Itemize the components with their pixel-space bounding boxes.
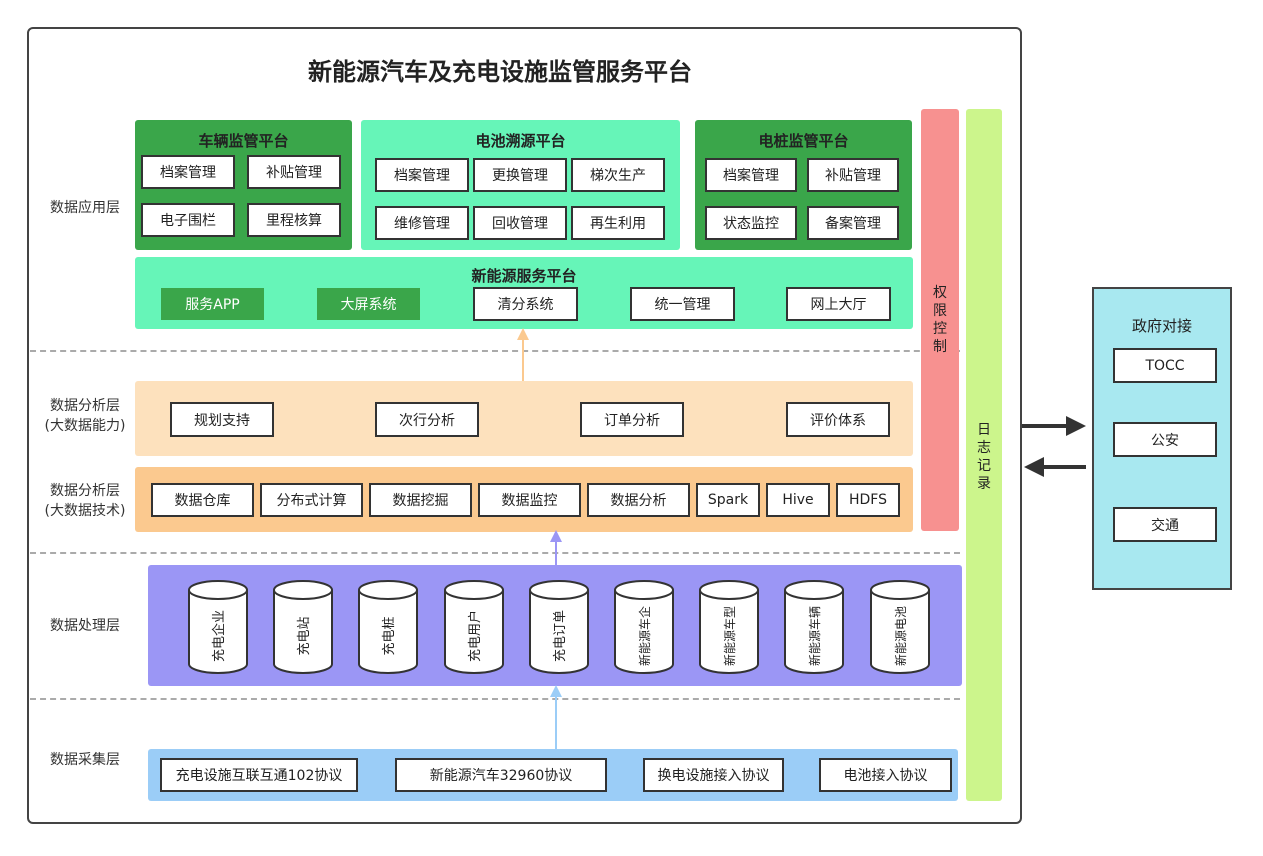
service-platform-panel: 新能源服务平台 服务APP 大屏系统 清分系统 统一管理 网上大厅 xyxy=(135,257,913,329)
protocol-102-box: 充电设施互联互通102协议 xyxy=(160,758,358,792)
pile-archive-box: 档案管理 xyxy=(705,158,797,192)
permission-char: 制 xyxy=(933,339,947,355)
database-cylinder: 新能源车辆 xyxy=(784,580,844,674)
database-cylinder: 新能源电池 xyxy=(870,580,930,674)
log-record-label: 日志记录 xyxy=(966,421,1002,493)
database-label: 充电企业 xyxy=(211,610,227,662)
permission-char: 限 xyxy=(933,303,947,319)
layer-label-analysis-capability: 数据分析层 (大数据能力) xyxy=(44,398,126,434)
permission-control-label: 权限控制 xyxy=(921,284,959,356)
battery-replace-box: 更换管理 xyxy=(473,158,567,192)
spark-box: Spark xyxy=(696,483,760,517)
database-cylinder: 充电企业 xyxy=(188,580,248,674)
vehicle-platform-panel: 车辆监管平台 档案管理 补贴管理 电子围栏 里程核算 xyxy=(135,120,352,250)
database-label: 新能源车辆 xyxy=(807,606,822,666)
layer-label-collection: 数据采集层 xyxy=(50,752,120,768)
order-analysis-box: 订单分析 xyxy=(580,402,684,437)
online-hall-box: 网上大厅 xyxy=(786,287,891,321)
evaluation-system-box: 评价体系 xyxy=(786,402,890,437)
database-label: 充电订单 xyxy=(552,610,568,662)
tocc-box: TOCC xyxy=(1113,348,1217,383)
protocol-32960-box: 新能源汽车32960协议 xyxy=(395,758,607,792)
data-warehouse-box: 数据仓库 xyxy=(151,483,254,517)
clearing-system-box: 清分系统 xyxy=(473,287,578,321)
hive-box: Hive xyxy=(766,483,830,517)
government-panel: 政府对接 TOCC 公安 交通 xyxy=(1092,287,1232,590)
permission-control-bar: 权限控制 xyxy=(921,109,959,531)
pile-platform-title: 电桩监管平台 xyxy=(758,132,849,150)
log-char: 志 xyxy=(977,440,991,456)
public-security-box: 公安 xyxy=(1113,422,1217,457)
protocol-swap-box: 换电设施接入协议 xyxy=(643,758,784,792)
transportation-box: 交通 xyxy=(1113,507,1217,542)
database-label: 新能源车型 xyxy=(722,606,737,666)
battery-repair-box: 维修管理 xyxy=(375,206,469,240)
log-char: 录 xyxy=(977,476,991,492)
battery-cascade-box: 梯次生产 xyxy=(571,158,665,192)
collection-panel: 充电设施互联互通102协议 新能源汽车32960协议 换电设施接入协议 电池接入… xyxy=(148,749,958,801)
data-analysis-box: 数据分析 xyxy=(587,483,690,517)
unified-management-box: 统一管理 xyxy=(630,287,735,321)
database-cylinder: 新能源车企 xyxy=(614,580,674,674)
bigscreen-system-box: 大屏系统 xyxy=(317,288,420,320)
permission-char: 权 xyxy=(933,285,947,301)
tech-panel: 数据仓库 分布式计算 数据挖掘 数据监控 数据分析 Spark Hive HDF… xyxy=(135,467,913,532)
battery-recycle-box: 回收管理 xyxy=(473,206,567,240)
log-record-bar: 日志记录 xyxy=(966,109,1002,801)
service-platform-title: 新能源服务平台 xyxy=(471,267,577,285)
layer-label-processing: 数据处理层 xyxy=(50,618,120,634)
vehicle-archive-box: 档案管理 xyxy=(141,155,235,189)
layer-label-app-text: 数据应用层 xyxy=(50,200,120,216)
pile-filing-box: 备案管理 xyxy=(807,206,899,240)
pile-status-box: 状态监控 xyxy=(705,206,797,240)
layer-label-app: 数据应用层 xyxy=(30,198,140,218)
database-cylinder: 充电订单 xyxy=(529,580,589,674)
arrow-up-to-tech xyxy=(550,530,562,567)
vehicle-mileage-box: 里程核算 xyxy=(247,203,341,237)
separator-line xyxy=(30,350,960,352)
permission-char: 控 xyxy=(933,321,947,337)
battery-platform-title: 电池溯源平台 xyxy=(475,132,566,150)
database-cylinder: 充电桩 xyxy=(358,580,418,674)
distributed-computing-box: 分布式计算 xyxy=(260,483,363,517)
database-cylinder: 充电用户 xyxy=(444,580,504,674)
travel-analysis-box: 次行分析 xyxy=(375,402,479,437)
database-cylinder: 充电站 xyxy=(273,580,333,674)
hdfs-box: HDFS xyxy=(836,483,900,517)
pile-platform-panel: 电桩监管平台 档案管理 补贴管理 状态监控 备案管理 xyxy=(695,120,912,250)
vehicle-geofence-box: 电子围栏 xyxy=(141,203,235,237)
protocol-battery-box: 电池接入协议 xyxy=(819,758,952,792)
vehicle-platform-title: 车辆监管平台 xyxy=(198,132,289,150)
separator-line xyxy=(30,698,960,700)
exchange-arrows xyxy=(1022,416,1086,477)
log-char: 日 xyxy=(977,422,991,438)
database-label: 充电桩 xyxy=(381,616,397,655)
diagram-title: 新能源汽车及充电设施监管服务平台 xyxy=(308,58,692,86)
data-mining-box: 数据挖掘 xyxy=(369,483,472,517)
government-title: 政府对接 xyxy=(1131,317,1192,335)
separator-line xyxy=(30,552,960,554)
planning-support-box: 规划支持 xyxy=(170,402,274,437)
database-label: 新能源电池 xyxy=(893,606,908,666)
capability-panel: 规划支持 次行分析 订单分析 评价体系 xyxy=(135,381,913,456)
arrow-up-to-processing xyxy=(550,685,562,750)
layer-label-analysis-tech: 数据分析层 (大数据技术) xyxy=(44,483,126,519)
battery-platform-panel: 电池溯源平台 档案管理 更换管理 梯次生产 维修管理 回收管理 再生利用 xyxy=(361,120,680,250)
battery-archive-box: 档案管理 xyxy=(375,158,469,192)
log-char: 记 xyxy=(977,458,991,474)
database-cylinder: 新能源车型 xyxy=(699,580,759,674)
battery-reuse-box: 再生利用 xyxy=(571,206,665,240)
vehicle-subsidy-box: 补贴管理 xyxy=(247,155,341,189)
data-monitoring-box: 数据监控 xyxy=(478,483,581,517)
service-app-box: 服务APP xyxy=(161,288,264,320)
arrow-up-to-service xyxy=(517,328,529,382)
pile-subsidy-box: 补贴管理 xyxy=(807,158,899,192)
database-label: 充电站 xyxy=(296,616,312,655)
database-label: 新能源车企 xyxy=(637,606,652,666)
database-label: 充电用户 xyxy=(467,610,483,662)
